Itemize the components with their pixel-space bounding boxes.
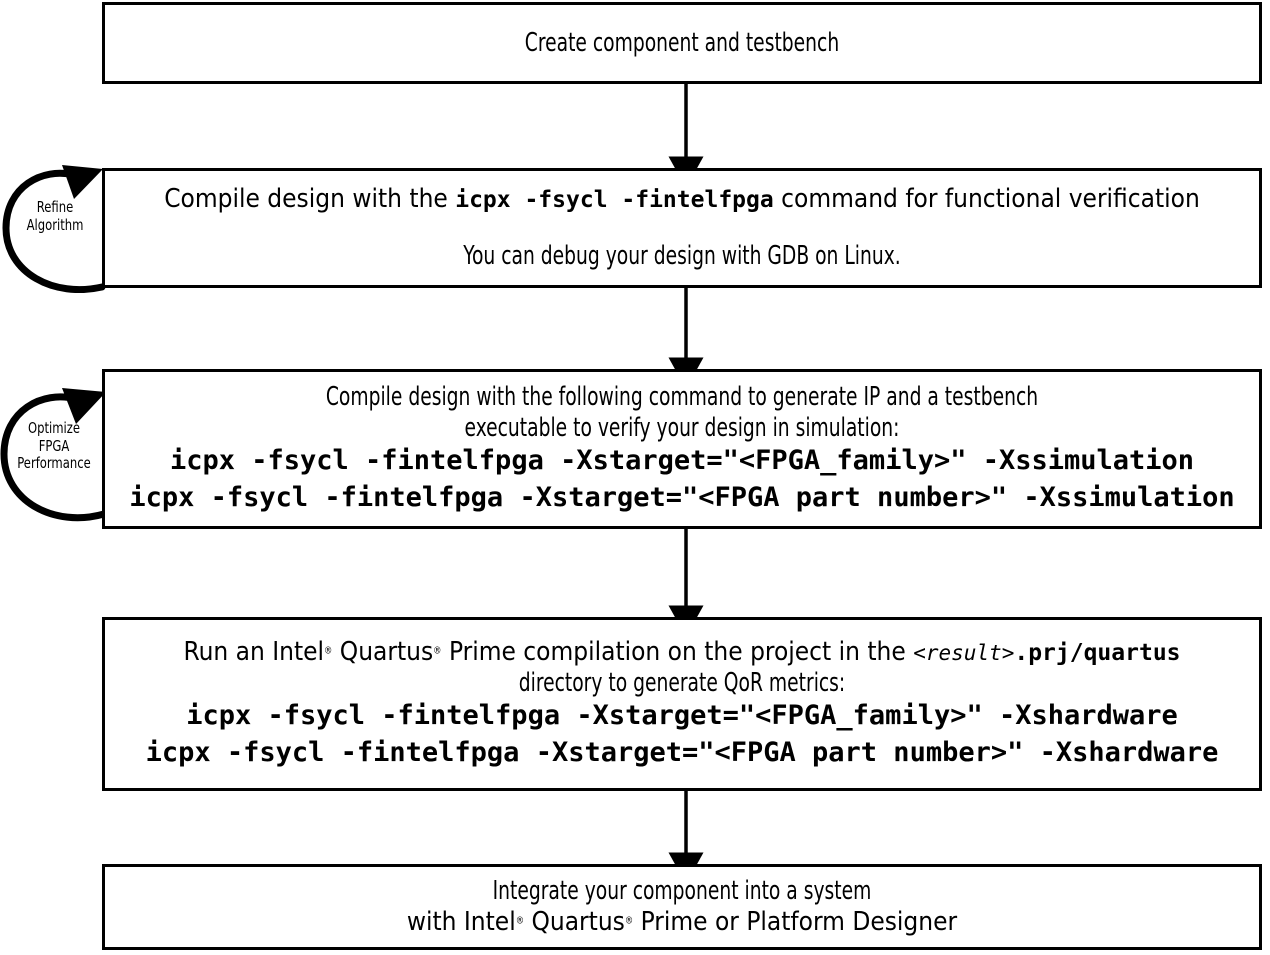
- loop-optimize-line-1: Optimize: [27, 419, 81, 437]
- step-integrate-line-1: Integrate your component into a system: [492, 876, 872, 907]
- step-box-create-component[interactable]: Create component and testbench: [102, 2, 1262, 84]
- step-compile-line-1: Compile design with the icpx -fsycl -fin…: [105, 184, 1259, 215]
- step-box-compile-functional[interactable]: Compile design with the icpx -fsycl -fin…: [102, 168, 1262, 288]
- step-box-integrate-component[interactable]: Integrate your component into a system w…: [102, 864, 1262, 950]
- step-quartus-prefix-c: Prime compilation on the project in the: [441, 636, 914, 667]
- registered-trademark-icon: ®: [515, 915, 525, 927]
- step-compile-prefix: Compile design with the: [164, 184, 456, 215]
- step-box-compile-simulation[interactable]: Compile design with the following comman…: [102, 369, 1262, 529]
- step-create-line-1: Create component and testbench: [524, 27, 840, 58]
- step-integrate-line-2: with Intel® Quartus® Prime or Platform D…: [105, 907, 1259, 938]
- step-simulate-command-2: icpx -fsycl -fintelfpga -Xstarget="<FPGA…: [129, 481, 1235, 513]
- feedback-loop-optimize-label: Optimize FPGA Performance: [11, 419, 97, 473]
- step-integrate-prefix-c: Prime or Platform Designer: [633, 907, 958, 937]
- registered-trademark-icon: ®: [433, 645, 442, 657]
- loop-optimize-line-3: Performance: [17, 454, 91, 473]
- step-box-quartus-compilation[interactable]: Run an Intel® Quartus® Prime compilation…: [102, 617, 1262, 791]
- registered-trademark-icon: ®: [324, 645, 333, 657]
- step-quartus-result-placeholder: <result>: [913, 640, 1015, 665]
- step-compile-command-inline: icpx -fsycl -fintelfpga: [455, 187, 774, 214]
- registered-trademark-icon: ®: [624, 915, 634, 927]
- loop-refine-line-1: Refine: [36, 198, 74, 216]
- step-quartus-prefix-b: Quartus: [332, 636, 434, 667]
- step-simulate-command-1: icpx -fsycl -fintelfpga -Xstarget="<FPGA…: [169, 445, 1195, 477]
- feedback-loop-refine-algorithm: [2, 165, 106, 293]
- step-simulate-line-2: executable to verify your design in simu…: [464, 412, 900, 443]
- loop-optimize-line-2: FPGA: [38, 436, 70, 455]
- step-quartus-prefix-a: Run an Intel: [183, 636, 325, 667]
- step-compile-line-2: You can debug your design with GDB on Li…: [463, 241, 901, 271]
- feedback-loop-refine-label: Refine Algorithm: [16, 198, 93, 234]
- step-quartus-path: .prj/quartus: [1014, 639, 1181, 666]
- step-quartus-line-1: Run an Intel® Quartus® Prime compilation…: [105, 637, 1259, 668]
- loop-refine-line-2: Algorithm: [26, 215, 84, 234]
- step-quartus-command-1: icpx -fsycl -fintelfpga -Xstarget="<FPGA…: [186, 700, 1178, 732]
- step-quartus-line-2: directory to generate QoR metrics:: [518, 667, 846, 698]
- step-simulate-line-1: Compile design with the following comman…: [325, 381, 1039, 412]
- step-quartus-command-2: icpx -fsycl -fintelfpga -Xstarget="<FPGA…: [145, 736, 1219, 768]
- feedback-loop-optimize-fpga-performance: [0, 388, 108, 522]
- step-integrate-prefix-b: Quartus: [524, 907, 625, 937]
- step-integrate-prefix-a: with Intel: [406, 907, 516, 937]
- step-compile-suffix: command for functional verification: [773, 184, 1200, 215]
